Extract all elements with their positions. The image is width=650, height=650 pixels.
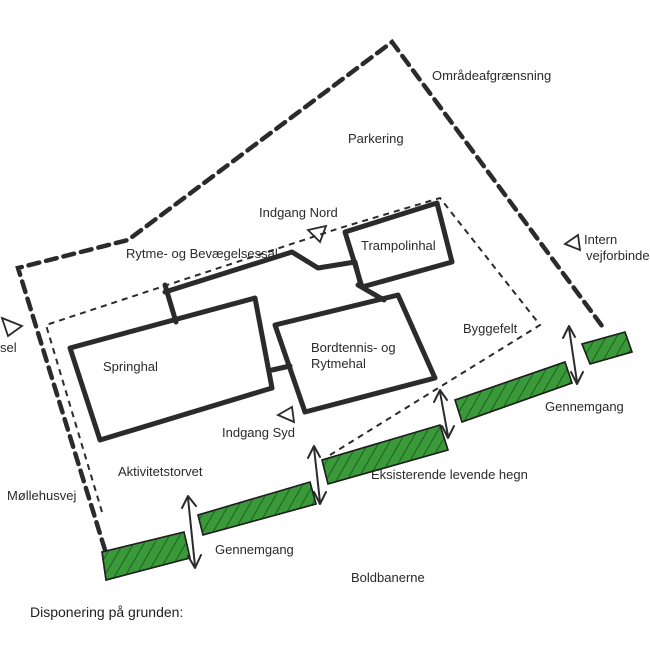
label-indgang-nord: Indgang Nord: [259, 205, 338, 220]
label-byggefelt: Byggefelt: [463, 321, 518, 336]
label-sal-fragment: sel: [0, 340, 17, 355]
label-gennemgang-south: Gennemgang: [215, 542, 294, 557]
label-indgang-syd: Indgang Syd: [222, 425, 296, 440]
hedges: [101, 331, 633, 581]
passage-arrow: [181, 495, 202, 569]
label-boldbanerne: Boldbanerne: [351, 570, 425, 585]
passage-arrow: [562, 325, 584, 385]
label-rytme-bevaegelsessal: Rytme- og Bevægelsessal: [126, 246, 278, 261]
buildings: [67, 200, 455, 443]
hedge-segment: [321, 424, 449, 485]
label-bordtennis-line1: Bordtennis- og: [311, 340, 396, 355]
label-moellehusvej: Møllehusvej: [7, 488, 77, 503]
label-intern: Intern: [584, 232, 618, 247]
label-bordtennis-line2: Rytmehal: [311, 356, 366, 371]
springhal-outline: [67, 295, 275, 443]
passage-arrows: [181, 325, 584, 569]
passage-arrow: [307, 445, 327, 505]
entrance-south-icon: [275, 405, 296, 424]
bordtennis-outline: [272, 292, 438, 415]
label-parkering: Parkering: [348, 131, 404, 146]
label-springhal: Springhal: [103, 359, 158, 374]
label-intern-vejforbindelse: vejforbindelse: [586, 248, 650, 263]
hedge-segment: [101, 531, 191, 581]
label-eksisterende-hegn: Eksisterende levende hegn: [371, 467, 528, 482]
area-boundary: [15, 38, 608, 553]
label-aktivitetstorvet: Aktivitetstorvet: [118, 464, 203, 479]
rytme-sal-outline: [162, 249, 363, 295]
label-gennemgang-east: Gennemgang: [545, 399, 624, 414]
hedge-segment: [454, 361, 573, 423]
entrance-north-icon: [306, 224, 328, 244]
label-omraadeafgraensning: Områdeafgrænsning: [432, 68, 552, 83]
label-trampolinhal: Trampolinhal: [361, 238, 436, 253]
passage-arrow: [433, 389, 455, 439]
entrance-west-icon: [0, 316, 24, 338]
caption: Disponering på grunden:: [30, 604, 184, 620]
hedge-segment: [197, 481, 317, 536]
hedge-segment: [580, 331, 633, 365]
entrance-internal-icon: [563, 233, 582, 252]
